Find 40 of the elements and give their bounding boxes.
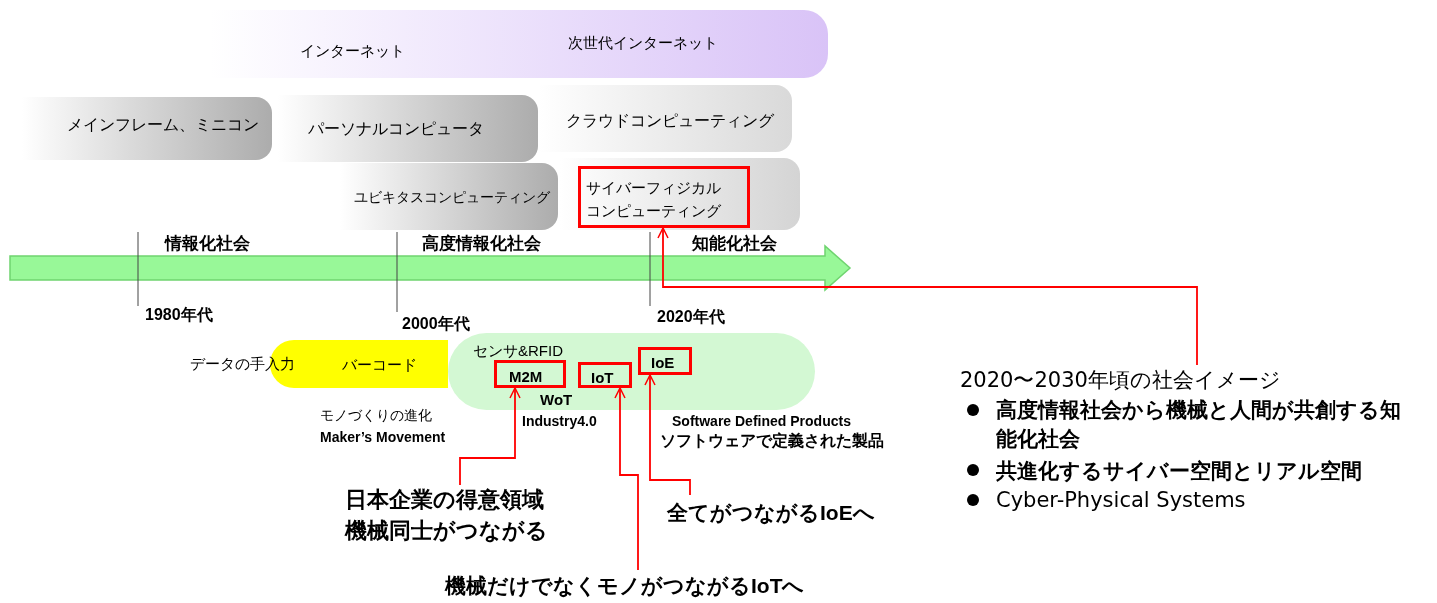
arrow xyxy=(657,227,1198,366)
node-text: パーソナルコンピュータ xyxy=(308,119,484,139)
era-label: 情報化社会 xyxy=(165,233,250,255)
year-label: 2000年代 xyxy=(402,314,470,334)
node-text: IoT xyxy=(591,368,614,388)
panel-heading: 2020〜2030年頃の社会イメージ xyxy=(960,367,1281,394)
text-label: モノづくりの進化 xyxy=(320,406,432,425)
node-text: クラウドコンピューティング xyxy=(566,111,774,131)
node-text: ユビキタスコンピューティング xyxy=(354,188,550,207)
node-text: センサ&RFID xyxy=(473,341,563,361)
text-label: Software Defined Products xyxy=(672,412,851,431)
text-label: Maker’s Movement xyxy=(320,428,446,447)
highlight-box xyxy=(494,360,566,388)
era-band xyxy=(448,333,815,410)
node-text: IoE xyxy=(651,353,675,373)
arrow xyxy=(459,387,521,486)
callout-text: 機械だけでなくモノがつながるIoTへ xyxy=(445,573,805,600)
bullet-text: 高度情報社会から機械と人間が共創する知能化社会 xyxy=(996,397,1402,453)
bullet-text: 共進化するサイバー空間とリアル空間 xyxy=(996,458,1362,484)
bullet-text: Cyber-Physical Systems xyxy=(996,487,1246,514)
arrow xyxy=(614,387,639,571)
text-label: Industry4.0 xyxy=(522,412,597,431)
year-label: 2020年代 xyxy=(657,307,725,327)
era-label: 高度情報化社会 xyxy=(422,233,541,255)
highlight-box xyxy=(638,347,692,375)
node-text: M2M xyxy=(509,367,543,387)
highlight-box xyxy=(578,362,632,388)
callout-text: 日本企業の得意領域機械同士がつながる xyxy=(345,486,549,545)
text-label: ソフトウェアで定義された製品 xyxy=(660,431,884,451)
node-text: バーコード xyxy=(342,355,417,375)
year-label: 1980年代 xyxy=(145,305,213,325)
node-text: サイバーフィジカルコンピューティング xyxy=(586,178,722,221)
highlight-box xyxy=(578,166,750,228)
node-text: メインフレーム、ミニコン xyxy=(67,115,259,135)
node-text: 次世代インターネット xyxy=(568,33,718,53)
era-label: 知能化社会 xyxy=(692,233,777,255)
node-text: インターネット xyxy=(300,41,405,61)
node-text: WoT xyxy=(540,390,573,410)
callout-text: 全てがつながるIoEへ xyxy=(667,500,875,527)
arrow xyxy=(644,374,691,496)
